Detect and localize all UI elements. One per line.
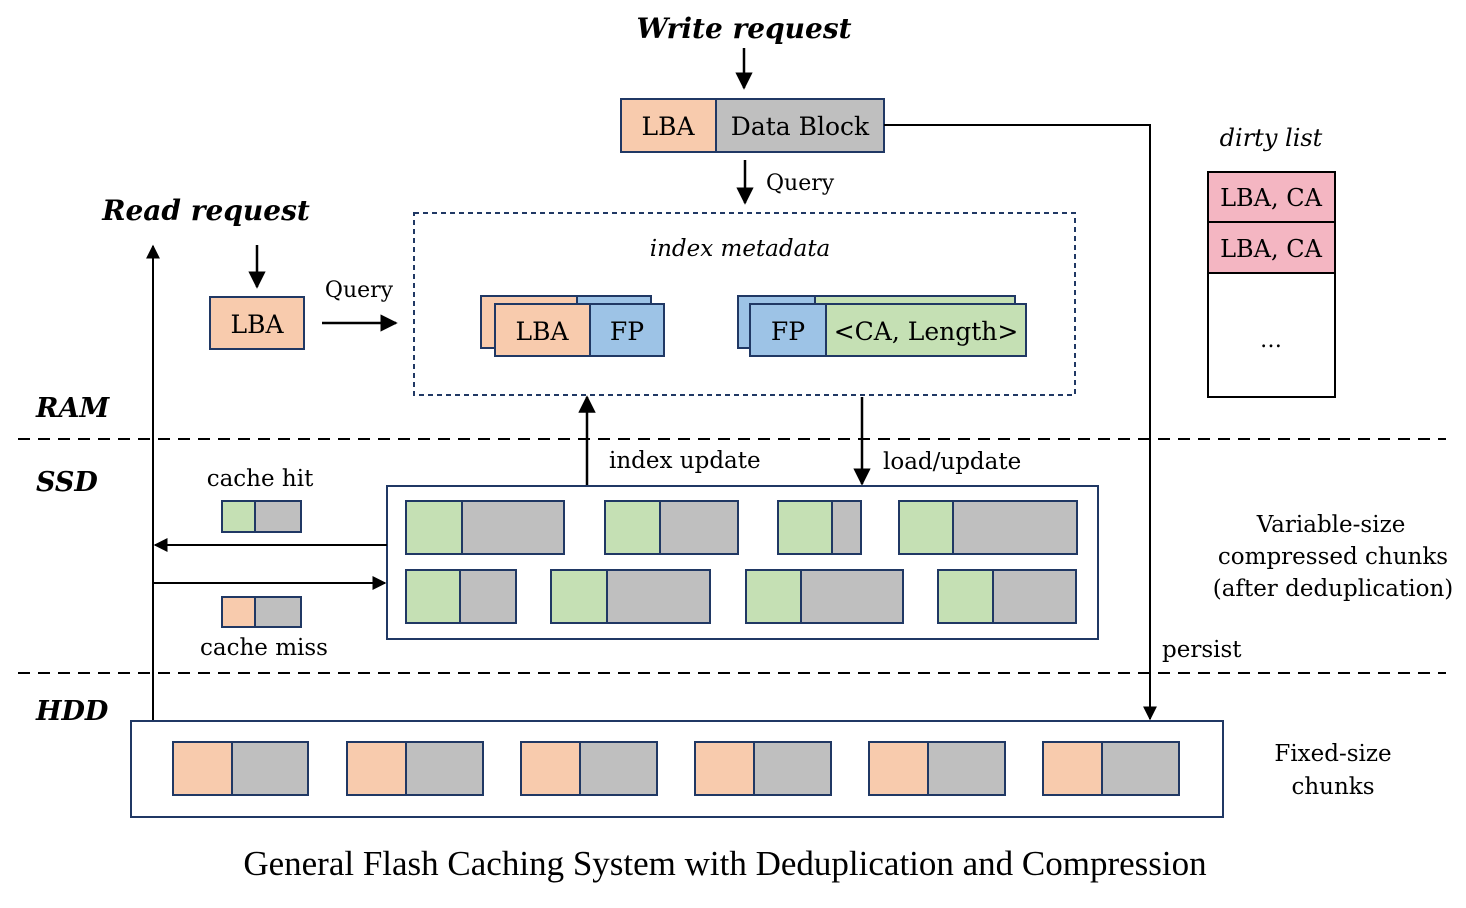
index2-fp-text: FP: [771, 317, 805, 346]
read-lba-text: LBA: [230, 310, 284, 339]
hdd-note-line-1: Fixed-size: [1274, 741, 1391, 767]
tier-label-ssd: SSD: [36, 467, 98, 498]
read-request-label: Read request: [101, 194, 310, 227]
hdd-chunk-lba: [520, 741, 581, 796]
index2-ca-length-text: <CA, Length>: [834, 317, 1019, 346]
ssd-chunk-ca: [777, 500, 833, 555]
lba-fp-front-fp: [589, 303, 665, 357]
diagram-caption: General Flash Caching System with Dedupl…: [243, 844, 1206, 883]
cache-miss-chunk-data: [254, 596, 302, 628]
ssd-chunk-data: [606, 569, 711, 624]
write-block: LBA Data Block: [620, 98, 885, 153]
write-data-cell: [715, 98, 885, 153]
ssd-chunk-data: [461, 500, 565, 555]
hdd-chunk-data: [753, 741, 832, 796]
cache-miss-label: cache miss: [200, 635, 328, 661]
lba-fp-front-lba: [494, 303, 591, 357]
lba-fp-index: LBA FP: [480, 295, 665, 357]
ssd-chunk-ca: [405, 569, 461, 624]
ssd-chunk-data: [952, 500, 1078, 555]
hdd-chunk-data: [231, 741, 309, 796]
cache-miss-chunk-lba: [221, 596, 256, 628]
ssd-chunk-ca: [898, 500, 954, 555]
dirty-entry-2-text: LBA, CA: [1220, 235, 1323, 263]
ssd-chunk-data: [992, 569, 1077, 624]
dirty-ellipsis: …: [1260, 328, 1282, 353]
index-lba-text: LBA: [515, 317, 569, 346]
ssd-chunk-ca: [405, 500, 463, 555]
hdd-chunk-lba: [694, 741, 755, 796]
index-metadata-label: index metadata: [650, 236, 831, 262]
dirty-list-title: dirty list: [1220, 124, 1323, 152]
write-lba-text: LBA: [641, 112, 695, 141]
hdd-chunk-data: [927, 741, 1006, 796]
tier-label-ram: RAM: [35, 393, 110, 424]
tier-label-hdd: HDD: [35, 696, 109, 727]
write-request-label: Write request: [636, 12, 851, 45]
hdd-chunk-data: [579, 741, 658, 796]
ssd-chunk-data: [800, 569, 904, 624]
persist-label: persist: [1162, 637, 1242, 663]
ssd-chunk-ca: [604, 500, 661, 555]
ssd-chunk-ca: [937, 569, 994, 624]
fp-ca-front-ca: [825, 303, 1027, 357]
write-data-text: Data Block: [731, 112, 870, 141]
hdd-chunk-lba: [346, 741, 407, 796]
ssd-chunk-data: [659, 500, 739, 555]
cache-hit-chunk-ca: [221, 500, 256, 533]
dirty-entry-1-text: LBA, CA: [1220, 184, 1323, 212]
dirty-list: LBA, CA LBA, CA …: [1207, 171, 1336, 398]
hdd-chunk-lba: [1042, 741, 1103, 796]
index-update-label: index update: [609, 448, 761, 474]
hdd-chunk-lba: [868, 741, 929, 796]
read-lba-cell: [209, 296, 305, 350]
ssd-chunk-ca: [550, 569, 608, 624]
hdd-chunk-lba: [172, 741, 233, 796]
ssd-chunks: [405, 500, 1078, 624]
query-left-label: Query: [325, 278, 394, 303]
hdd-box: [130, 720, 1224, 818]
ssd-chunk-data: [459, 569, 517, 624]
index-metadata-box: [413, 212, 1076, 396]
persist-path: [884, 124, 1157, 721]
ssd-note-line-3: (after deduplication): [1213, 576, 1454, 602]
dirty-entry-2: [1207, 221, 1336, 274]
fp-ca-index: FP <CA, Length>: [737, 295, 1027, 357]
load-update-label: load/update: [883, 449, 1021, 475]
ssd-chunk-ca: [745, 569, 802, 624]
hdd-chunks: [172, 741, 1180, 796]
ssd-chunk-data: [831, 500, 862, 555]
index-fp-text: FP: [610, 317, 644, 346]
query-top-label: Query: [766, 171, 835, 196]
cache-hit-chunk-data: [254, 500, 302, 533]
hdd-chunk-data: [1101, 741, 1180, 796]
cache-hit-label: cache hit: [207, 466, 314, 492]
ssd-note-line-2: compressed chunks: [1218, 544, 1448, 570]
ssd-note-line-1: Variable-size: [1256, 512, 1406, 538]
dirty-entry-1: [1207, 171, 1336, 223]
hdd-chunk-data: [405, 741, 484, 796]
hdd-note-line-2: chunks: [1291, 774, 1374, 800]
